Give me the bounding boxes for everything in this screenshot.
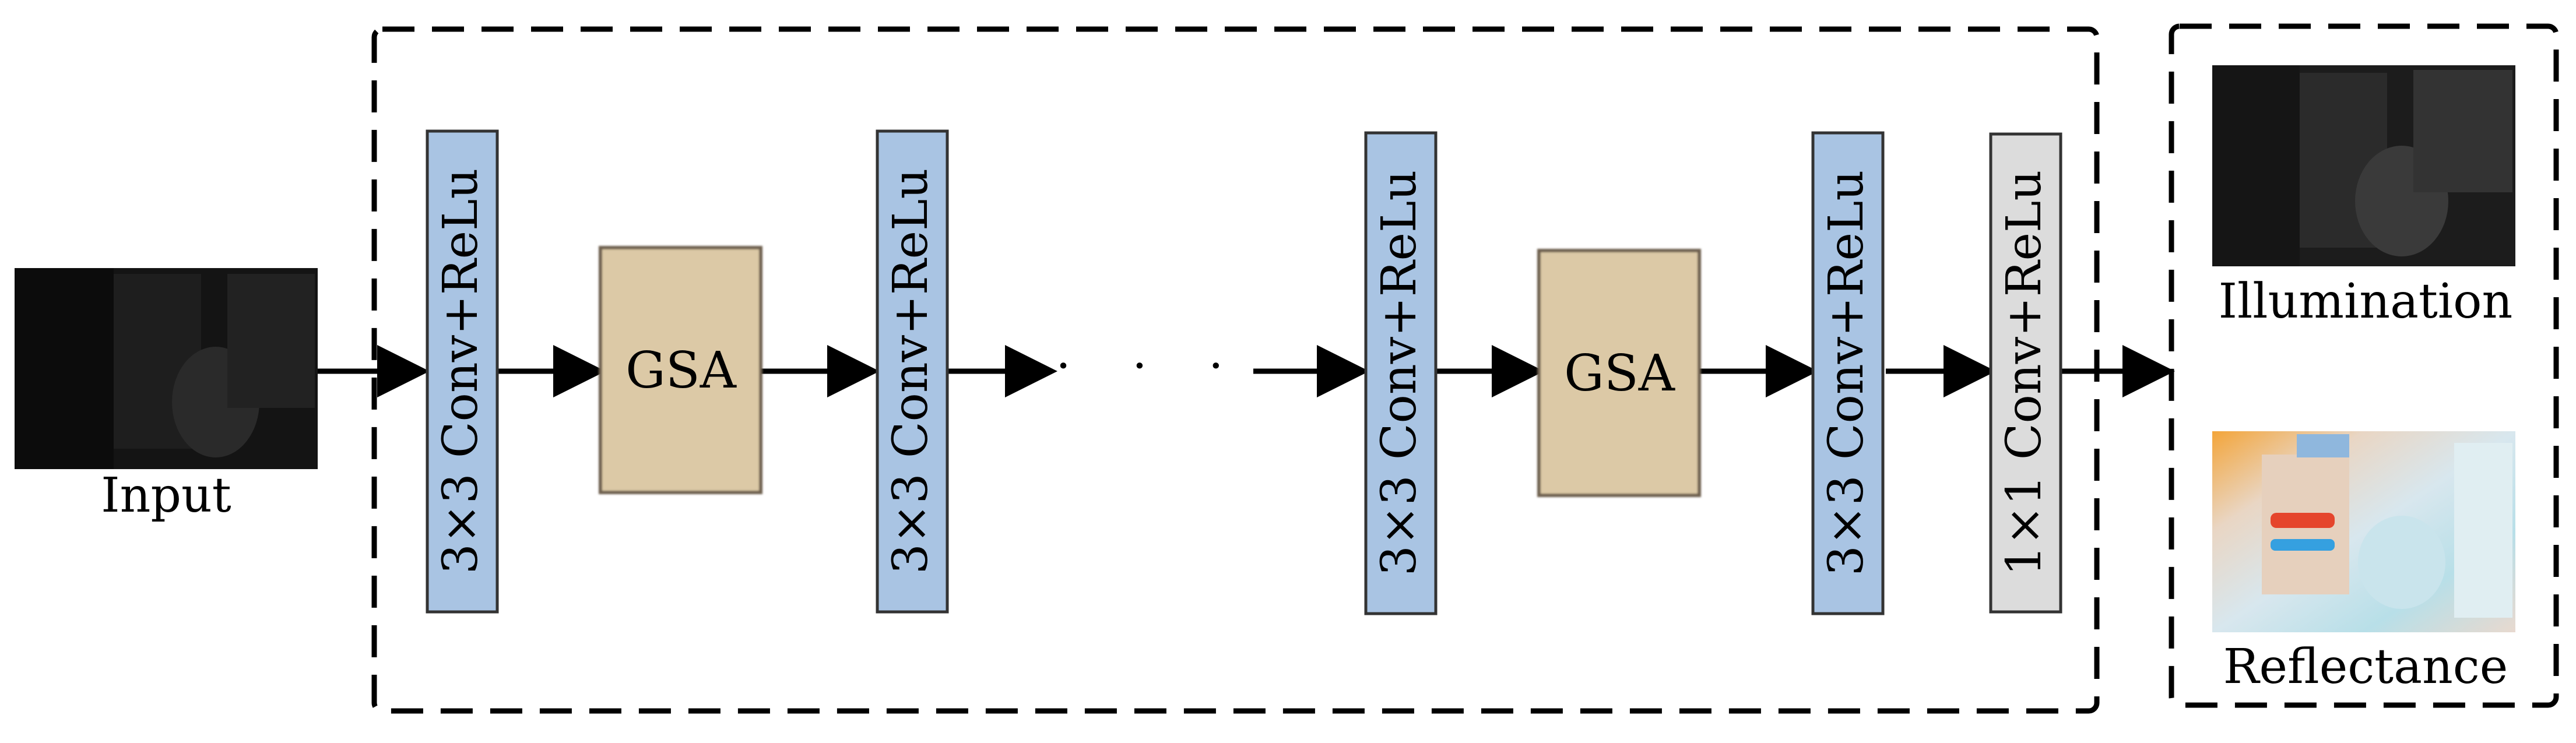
ellipsis-dots: · · · <box>1056 339 1246 393</box>
conv-block-3-label: 3×3 Conv+ReLu <box>1372 170 1427 576</box>
conv-block-4-label: 3×3 Conv+ReLu <box>1819 170 1874 576</box>
conv-block-2: 3×3 Conv+ReLu <box>876 129 949 614</box>
conv-block-1: 3×3 Conv+ReLu <box>426 129 499 614</box>
gsa-block-2: GSA <box>1537 249 1701 497</box>
output-group-box <box>2169 23 2559 708</box>
conv-block-5-label: 1×1 Conv+ReLu <box>1997 170 2052 576</box>
gsa-block-1: GSA <box>599 246 762 494</box>
gsa-block-1-label: GSA <box>625 341 737 400</box>
reflectance-image <box>2212 431 2515 632</box>
conv-block-3: 3×3 Conv+ReLu <box>1364 131 1438 615</box>
conv-block-5: 1×1 Conv+ReLu <box>1989 132 2062 614</box>
gsa-block-2-label: GSA <box>1564 344 1675 403</box>
input-label: Input <box>101 468 231 523</box>
input-image <box>15 268 318 469</box>
illumination-image <box>2212 65 2515 266</box>
illumination-label: Illumination <box>2219 274 2513 329</box>
conv-block-1-label: 3×3 Conv+ReLu <box>433 168 489 575</box>
conv-block-2-label: 3×3 Conv+ReLu <box>883 168 939 575</box>
conv-block-4: 3×3 Conv+ReLu <box>1811 131 1885 615</box>
reflectance-label: Reflectance <box>2223 639 2508 695</box>
